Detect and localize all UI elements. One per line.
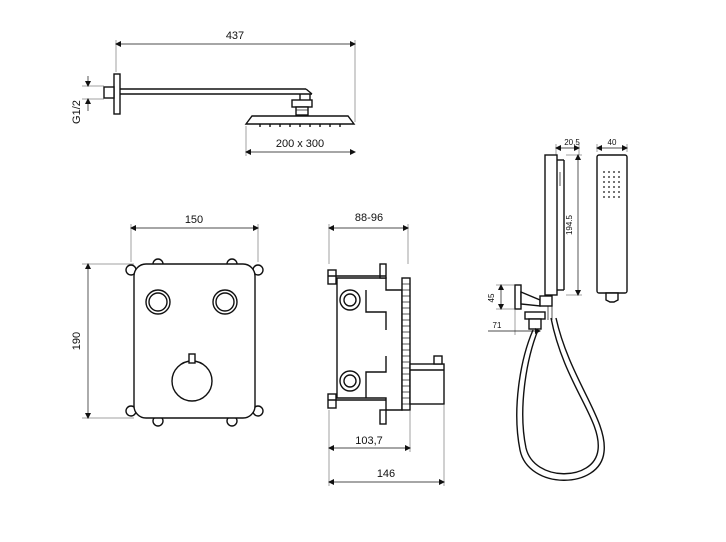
head-size-label: 200 x 300 bbox=[276, 138, 324, 150]
box-depth-total-label: 146 bbox=[377, 468, 395, 480]
side-section-view: 88-96 bbox=[327, 212, 445, 486]
shower-arm-view: 437 200 x 300 bbox=[71, 30, 356, 156]
wall-outlet bbox=[524, 311, 546, 320]
swivel-joint bbox=[291, 99, 313, 108]
inlet-port-upper bbox=[339, 289, 361, 311]
hand-shower-view: 20.5 40 194.5 bbox=[487, 138, 628, 481]
valve-knob-left bbox=[145, 289, 171, 315]
holder-height-label: 45 bbox=[487, 293, 496, 302]
handshower-front-width-label: 40 bbox=[608, 138, 617, 147]
box-depth-inner-label: 103,7 bbox=[355, 435, 383, 447]
plate-width-label: 150 bbox=[185, 214, 203, 226]
nozzles bbox=[259, 124, 341, 127]
holder-flange bbox=[514, 284, 522, 310]
plate-height-label: 190 bbox=[71, 332, 83, 350]
valve-knob-right bbox=[212, 289, 238, 315]
arm-length-label: 437 bbox=[226, 30, 244, 42]
dial-stop bbox=[188, 353, 196, 364]
thread-label: G1/2 bbox=[71, 100, 83, 124]
hose bbox=[516, 317, 605, 481]
rain-head bbox=[244, 115, 356, 125]
handshower-front bbox=[596, 154, 628, 294]
inlet-port-lower bbox=[339, 370, 361, 392]
handshower-side bbox=[544, 154, 558, 296]
holder-depth-label: 71 bbox=[493, 321, 502, 330]
front-plate-view: 150 190 bbox=[71, 214, 264, 427]
holder-cradle bbox=[539, 295, 553, 307]
box-depth-range-label: 88-96 bbox=[355, 212, 383, 224]
thread-connector bbox=[103, 86, 115, 99]
handshower-nozzles bbox=[603, 171, 620, 198]
handshower-side-width-label: 20.5 bbox=[564, 138, 580, 147]
holder-arm bbox=[520, 290, 541, 307]
cover-plate bbox=[133, 263, 256, 419]
handshower-length-label: 194.5 bbox=[565, 214, 574, 235]
wall-flange bbox=[113, 73, 121, 115]
